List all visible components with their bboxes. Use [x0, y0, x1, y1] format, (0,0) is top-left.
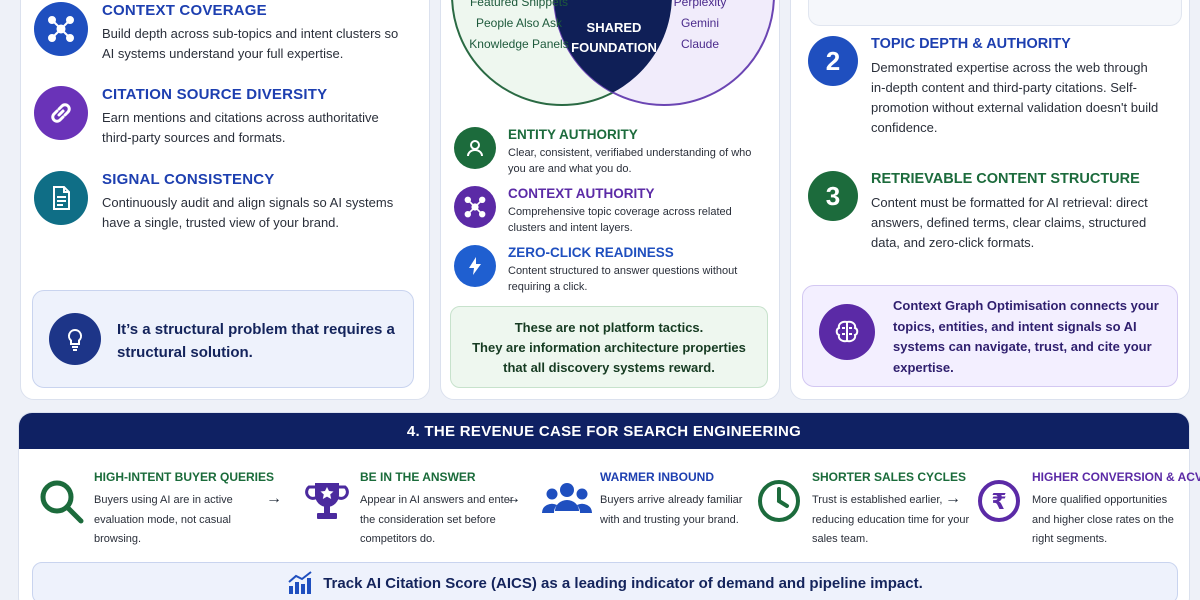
- venn-right-item: Gemini: [680, 16, 719, 30]
- arrow-right-icon: →: [266, 490, 282, 507]
- network-icon: [34, 2, 88, 56]
- venn-right-item: Perplexity: [673, 0, 727, 9]
- people-icon: [540, 474, 594, 528]
- feature-citation-source-diversity: CITATION SOURCE DIVERSITY Earn mentions …: [34, 86, 414, 156]
- venn-diagram: Featured Snippets People Also Ask Knowle…: [444, 0, 780, 120]
- person-icon: [454, 127, 496, 169]
- step-title: HIGH-INTENT BUYER QUERIES: [94, 470, 275, 484]
- feature-title: RETRIEVABLE CONTENT STRUCTURE: [871, 171, 1140, 187]
- callout-text: It’s a structural problem that requires …: [117, 321, 395, 361]
- arrow-right-icon: →: [945, 490, 961, 507]
- feature-title: SIGNAL CONSISTENCY: [102, 171, 275, 188]
- link-icon: [34, 86, 88, 140]
- step-description: Buyers arrive already familiar with and …: [600, 494, 743, 526]
- step-title: SHORTER SALES CYCLES: [812, 470, 967, 484]
- rupee-glyph: ₹: [991, 490, 1006, 515]
- step-description: Appear in AI answers and enter the consi…: [360, 494, 514, 545]
- step-description: Buyers using AI are in active evaluation…: [94, 494, 233, 545]
- feature-description: Content structured to answer questions w…: [508, 265, 738, 293]
- lightning-icon: [454, 245, 496, 287]
- feature-description: Comprehensive topic coverage across rela…: [508, 206, 732, 234]
- venn-right-item: Claude: [680, 37, 720, 51]
- step-higher-conversion: ₹ HIGHER CONVERSION & ACV More qualified…: [972, 470, 1200, 550]
- feature-title: CONTEXT COVERAGE: [102, 2, 267, 19]
- feature-description: Clear, consistent, verifiabed understand…: [508, 147, 752, 175]
- context-graph-callout: Context Graph Optimisation connects your…: [802, 285, 1178, 387]
- step-be-in-answer: BE IN THE ANSWER Appear in AI answers an…: [300, 470, 513, 550]
- step-number-badge: 2: [808, 36, 858, 86]
- feature-title: CONTEXT AUTHORITY: [508, 186, 655, 201]
- step-description: Trust is established earlier, reducing e…: [812, 494, 970, 545]
- step-warmer-inbound: WARMER INBOUND Buyers arrive already fam…: [540, 470, 750, 550]
- step-title: HIGHER CONVERSION & ACV: [1032, 470, 1200, 484]
- note-line: These are not platform tactics.: [514, 320, 704, 335]
- clock-icon: [752, 474, 806, 528]
- feature-title: ENTITY AUTHORITY: [508, 127, 638, 142]
- section-header: 4. THE REVENUE CASE FOR SEARCH ENGINEERI…: [19, 413, 1189, 449]
- structural-callout: It’s a structural problem that requires …: [32, 290, 414, 388]
- network-icon: [454, 186, 496, 228]
- step-title: BE IN THE ANSWER: [360, 470, 476, 484]
- venn-center-line: SHARED: [586, 20, 642, 35]
- feature-title: ZERO-CLICK READINESS: [508, 245, 674, 260]
- venn-left-labels: Featured Snippets People Also Ask Knowle…: [454, 0, 584, 55]
- callout-text: Context Graph Optimisation connects your…: [893, 298, 1159, 375]
- venn-intersection: [554, 0, 672, 105]
- feature-description: Build depth across sub-topics and intent…: [102, 26, 399, 61]
- feature-description: Continuously audit and align signals so …: [102, 195, 394, 230]
- right-top-card: [808, 0, 1182, 26]
- venn-center-label: SHARED FOUNDATION: [564, 18, 664, 58]
- venn-left-item: People Also Ask: [475, 16, 563, 30]
- track-text: Track AI Citation Score (AICS) as a lead…: [323, 574, 923, 592]
- feature-context-coverage: CONTEXT COVERAGE Build depth across sub-…: [34, 2, 414, 72]
- venn-left-item: Featured Snippets: [469, 0, 569, 9]
- feature-entity-authority: ENTITY AUTHORITY Clear, consistent, veri…: [454, 127, 774, 177]
- venn-right-labels: Perplexity Gemini Claude: [650, 0, 750, 55]
- arrow-right-icon: →: [505, 490, 521, 507]
- feature-signal-consistency: SIGNAL CONSISTENCY Continuously audit an…: [34, 171, 414, 241]
- platform-note: These are not platform tactics. They are…: [450, 306, 768, 388]
- venn-center-line: FOUNDATION: [571, 40, 657, 55]
- step-high-intent: HIGH-INTENT BUYER QUERIES Buyers using A…: [34, 470, 274, 550]
- track-aics-banner: Track AI Citation Score (AICS) as a lead…: [32, 562, 1178, 600]
- feature-title: CITATION SOURCE DIVERSITY: [102, 86, 328, 103]
- venn-shapes: [451, 0, 775, 106]
- feature-description: Earn mentions and citations across autho…: [102, 110, 379, 145]
- feature-topic-depth: 2 TOPIC DEPTH & AUTHORITY Demonstrated e…: [808, 36, 1178, 141]
- step-description: More qualified opportunities and higher …: [1032, 494, 1174, 545]
- step-title: WARMER INBOUND: [600, 470, 714, 484]
- lightbulb-icon: [49, 313, 101, 365]
- document-icon: [34, 171, 88, 225]
- magnifier-icon: [34, 474, 88, 528]
- feature-context-authority: CONTEXT AUTHORITY Comprehensive topic co…: [454, 186, 774, 236]
- step-shorter-sales-cycles: SHORTER SALES CYCLES Trust is establishe…: [752, 470, 969, 550]
- note-line: that all discovery systems reward.: [503, 360, 715, 375]
- feature-description: Content must be formatted for AI retriev…: [871, 195, 1148, 250]
- feature-zero-click-readiness: ZERO-CLICK READINESS Content structured …: [454, 245, 774, 295]
- note-line: They are information architecture proper…: [472, 340, 746, 355]
- feature-title: TOPIC DEPTH & AUTHORITY: [871, 36, 1071, 52]
- feature-retrievable-structure: 3 RETRIEVABLE CONTENT STRUCTURE Content …: [808, 171, 1178, 256]
- trophy-icon: [300, 474, 354, 528]
- step-number-badge: 3: [808, 171, 858, 221]
- brain-icon: [819, 304, 875, 360]
- feature-description: Demonstrated expertise across the web th…: [871, 60, 1159, 135]
- chart-growth-icon: [288, 571, 312, 594]
- rupee-icon: ₹: [972, 474, 1026, 528]
- venn-left-item: Knowledge Panels: [469, 37, 569, 51]
